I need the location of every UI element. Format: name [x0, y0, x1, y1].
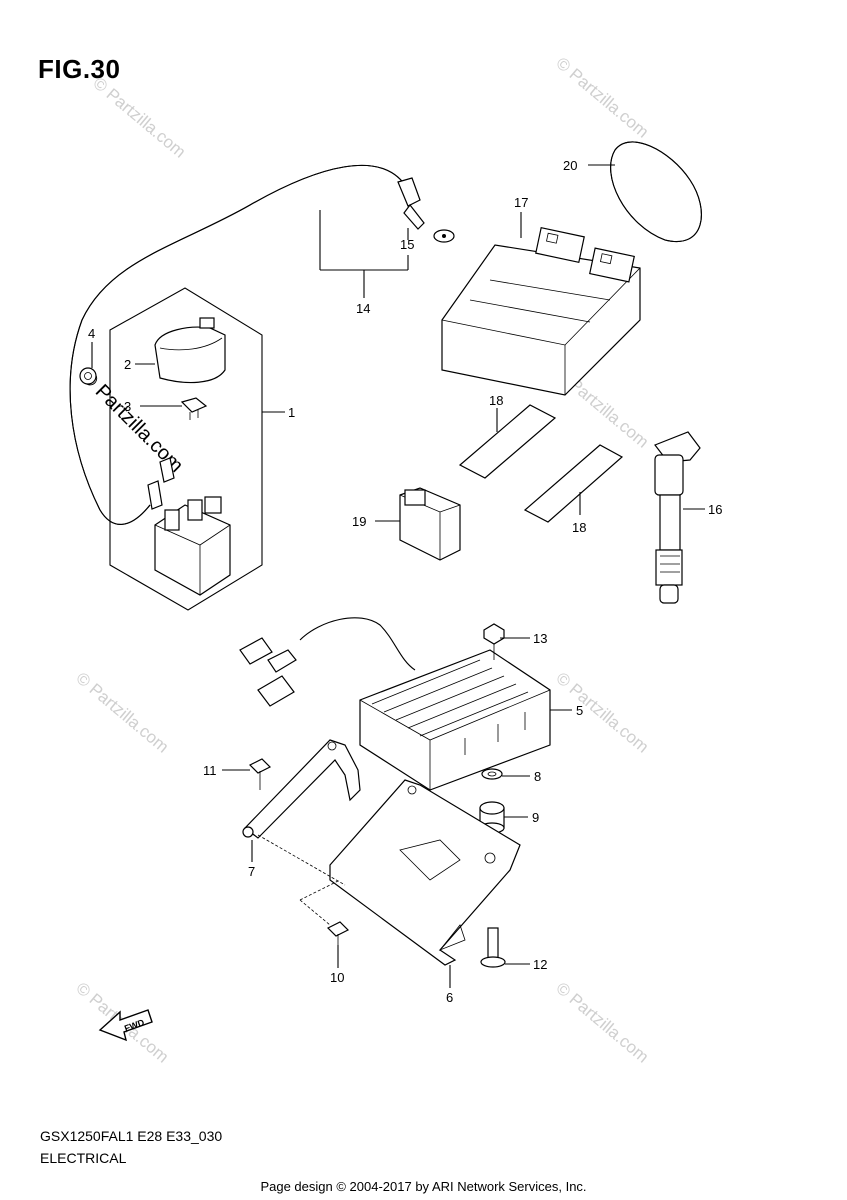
callout-14: 14	[356, 301, 370, 316]
cushion-pads	[458, 404, 624, 523]
ecm-unit	[441, 226, 641, 396]
callout-1: 1	[288, 405, 295, 420]
model-code: GSX1250FAL1 E28 E33_030	[40, 1128, 223, 1144]
bracket-7	[242, 739, 361, 839]
callout-14-bracket	[319, 210, 409, 298]
callout-15: 15	[400, 237, 414, 252]
callout-19: 19	[352, 514, 366, 529]
callout-4: 4	[88, 326, 95, 341]
callout-9: 9	[532, 810, 539, 825]
bolt-12	[480, 927, 506, 968]
ignition-coil	[654, 431, 701, 604]
relay-connector	[399, 487, 461, 561]
watermark-bottom-right: © Partzilla.com	[552, 979, 652, 1067]
assembly-lines	[257, 834, 346, 926]
leader-lines	[91, 164, 705, 988]
mounting-plate-6	[329, 779, 521, 966]
callout-17: 17	[514, 195, 528, 210]
callout-11: 11	[203, 763, 217, 778]
watermark-top-left: © Partzilla.com	[89, 74, 189, 162]
battery-cable	[69, 164, 455, 525]
callout-6: 6	[446, 990, 453, 1005]
callout-8: 8	[534, 769, 541, 784]
callout-3: 3	[124, 399, 131, 414]
bolt-10	[326, 921, 350, 945]
callout-12: 12	[533, 957, 547, 972]
callout-18-lower: 18	[572, 520, 586, 535]
regulator-rectifier	[239, 617, 551, 791]
bolt-11	[248, 758, 272, 790]
watermark-mid-left: © Partzilla.com	[72, 669, 172, 757]
callout-18-upper: 18	[489, 393, 503, 408]
callout-labels: 1 2 3 4 5 6 7 8 9 10 11 12 13 14 15 16 1…	[88, 158, 722, 1005]
collar-8	[481, 768, 503, 780]
watermark-mid-right-2: © Partzilla.com	[552, 669, 652, 757]
watermark-top-right: © Partzilla.com	[552, 54, 652, 142]
callout-13: 13	[533, 631, 547, 646]
figure-title: FIG.30	[38, 54, 121, 84]
starter-relay-assembly	[79, 287, 263, 611]
callout-5: 5	[576, 703, 583, 718]
callout-10: 10	[330, 970, 344, 985]
callout-20: 20	[563, 158, 577, 173]
section-name: ELECTRICAL	[40, 1150, 127, 1166]
ring-band	[610, 141, 702, 243]
callout-16: 16	[708, 502, 722, 517]
callout-7: 7	[248, 864, 255, 879]
callout-2: 2	[124, 357, 131, 372]
page-footer: Page design © 2004-2017 by ARI Network S…	[260, 1179, 587, 1194]
